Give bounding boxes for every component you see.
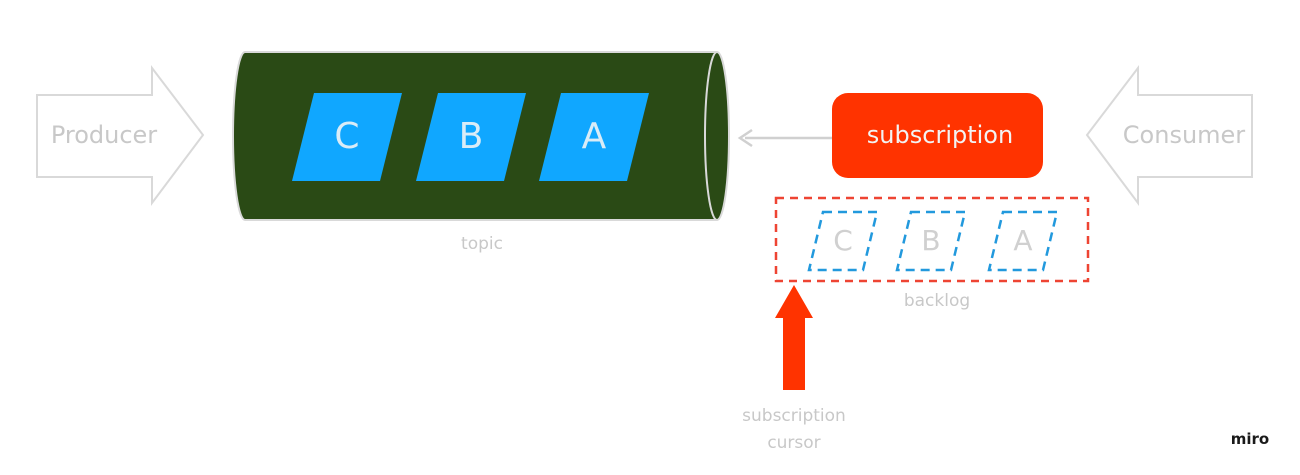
backlog-message-c	[807, 210, 879, 272]
backlog-message-a-label: A	[1013, 224, 1032, 257]
subscription-label: subscription	[867, 121, 1013, 149]
topic-label: topic	[461, 234, 503, 254]
subscription-box: subscription	[832, 93, 1043, 178]
miro-watermark: miro	[1231, 430, 1269, 448]
cursor-arrow-shape	[775, 285, 813, 390]
topic-messages: C B A	[292, 93, 649, 181]
topic-message-c-label: C	[334, 116, 359, 157]
cursor-label-line1: subscription	[742, 406, 846, 426]
producer-label: Producer	[51, 121, 157, 149]
consumer-label: Consumer	[1123, 121, 1246, 149]
subscription-to-topic-arrowhead	[737, 128, 753, 148]
backlog-message-a	[987, 210, 1059, 272]
topic-message-a	[539, 93, 649, 181]
backlog-message-b-label: B	[921, 224, 940, 257]
consumer-arrow-shape	[1085, 65, 1253, 206]
topic-message-b-label: B	[459, 116, 484, 157]
backlog-label: backlog	[904, 291, 970, 311]
backlog-message-c-label: C	[833, 224, 853, 257]
producer-arrow: Producer	[36, 65, 205, 206]
topic-cylinder: C B A topic	[232, 51, 730, 254]
producer-arrow-shape	[36, 65, 205, 206]
subscription-cursor-arrow: subscription cursor	[742, 285, 846, 453]
topic-message-b	[416, 93, 526, 181]
topic-end-cap	[704, 51, 730, 221]
backlog-message-b	[895, 210, 967, 272]
cursor-label-line2: cursor	[767, 433, 820, 453]
backlog-box	[774, 196, 1090, 283]
subscription-to-topic-arrow	[737, 128, 832, 148]
topic-message-a-label: A	[582, 116, 607, 157]
backlog-group: C B A backlog	[774, 196, 1090, 311]
topic-message-c	[292, 93, 402, 181]
subscription-rect	[832, 93, 1043, 178]
consumer-arrow: Consumer	[1085, 65, 1253, 206]
